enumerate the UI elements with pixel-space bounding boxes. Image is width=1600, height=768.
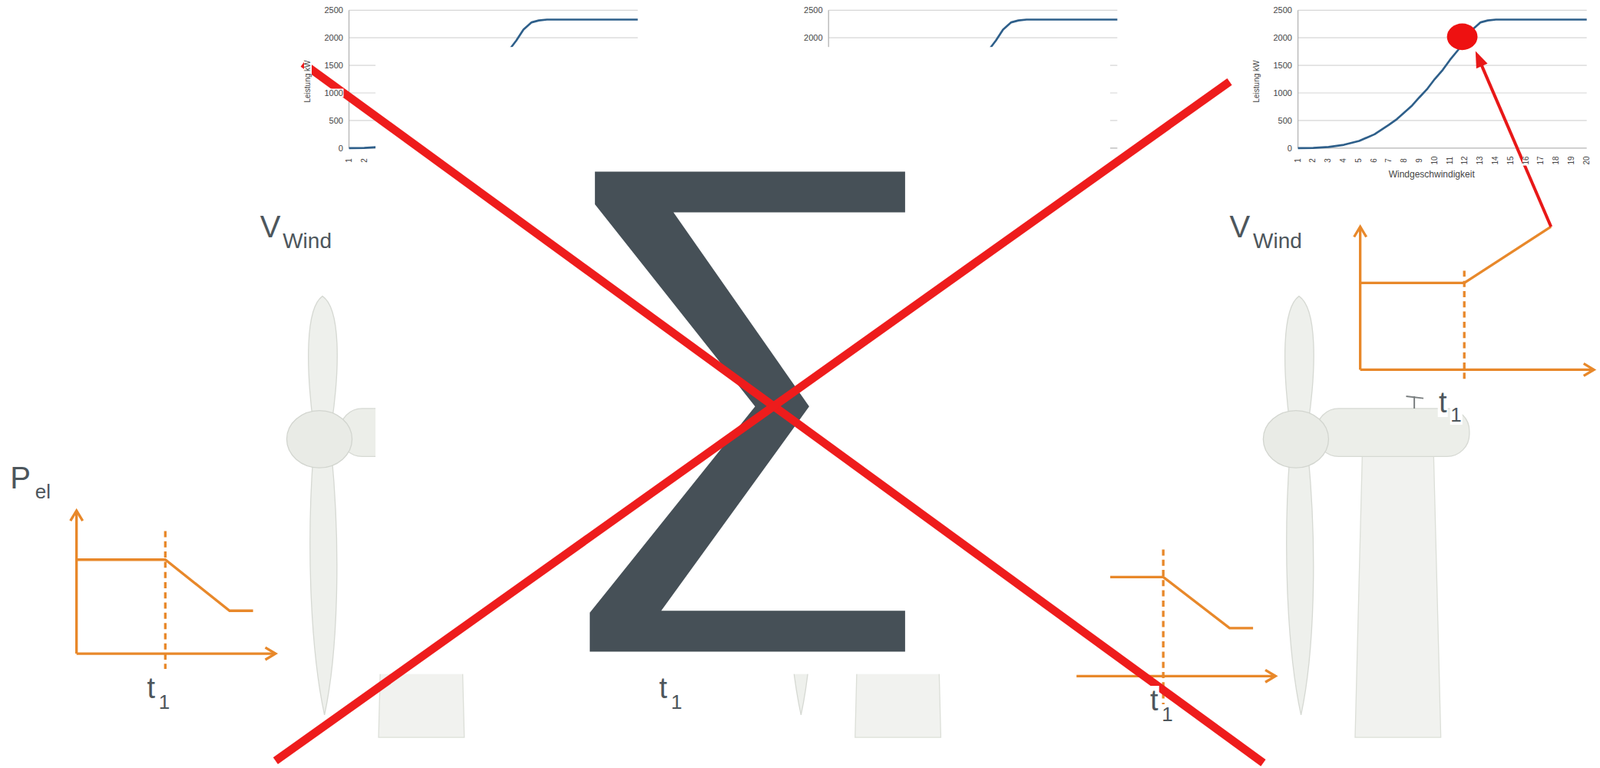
axis-tick: 8: [1400, 157, 1409, 164]
axis-tick: 2500: [803, 6, 824, 15]
axis-tick: 2: [1309, 157, 1317, 164]
axis-tick: 1500: [1272, 61, 1293, 70]
axis-tick: 19: [1567, 155, 1576, 166]
axis-tick: 2000: [803, 33, 824, 43]
time-label: t: [1438, 387, 1448, 417]
axis-tick: 9: [1415, 157, 1424, 164]
axis-tick: 6: [1370, 157, 1379, 164]
axis-tick: 14: [1491, 155, 1500, 166]
axis-tick: 15: [1507, 155, 1515, 166]
axis-tick: 1: [345, 157, 354, 164]
time-label: t: [1149, 685, 1160, 715]
subscript: Wind: [281, 230, 333, 252]
axis-tick: 2: [360, 157, 369, 164]
axis-tick: 18: [1552, 155, 1561, 166]
axis-title: Leistung kW: [1252, 59, 1261, 104]
axis-tick: 2500: [323, 6, 344, 15]
subscript: 1: [1449, 404, 1462, 425]
axis-tick: 1500: [323, 61, 344, 70]
axis-tick: 500: [328, 115, 344, 125]
axis-tick: 4: [1339, 157, 1348, 164]
axis-tick: 1000: [1272, 89, 1293, 98]
variable-label: V: [1228, 211, 1251, 242]
subscript: el: [34, 481, 52, 502]
axis-tick: 1000: [323, 89, 344, 98]
axis-tick: 13: [1476, 155, 1485, 166]
axis-tick: 12: [1461, 155, 1469, 166]
axis-tick: 3: [1324, 157, 1333, 164]
axis-title: Leistung kW: [304, 59, 312, 104]
subscript: Wind: [1252, 230, 1303, 252]
axis-tick: 20: [1583, 155, 1591, 166]
axis-tick: 11: [1446, 155, 1455, 166]
axis-tick: 2000: [1272, 33, 1293, 43]
axis-tick: 17: [1537, 155, 1545, 166]
axis-tick: 0: [337, 143, 344, 153]
axis-tick: 16: [1522, 155, 1531, 166]
axis-tick: 7: [1385, 157, 1393, 164]
axis-tick: 1: [1294, 157, 1303, 164]
time-label: t: [145, 673, 156, 703]
axis-tick: 0: [1286, 143, 1293, 153]
subscript: 1: [670, 691, 683, 712]
subscript: 1: [1160, 704, 1174, 724]
axis-title: Windgeschwindigkeit: [1388, 169, 1476, 179]
axis-tick: 5: [1355, 157, 1363, 164]
variable-label: V: [259, 211, 282, 242]
time-label: t: [658, 673, 669, 703]
axis-tick: 2500: [1272, 6, 1293, 15]
axis-tick: 10: [1431, 155, 1439, 166]
subscript: 1: [158, 691, 171, 712]
variable-label: P: [9, 462, 32, 493]
axis-tick: 2000: [323, 33, 344, 43]
axis-tick: 500: [1277, 115, 1293, 125]
